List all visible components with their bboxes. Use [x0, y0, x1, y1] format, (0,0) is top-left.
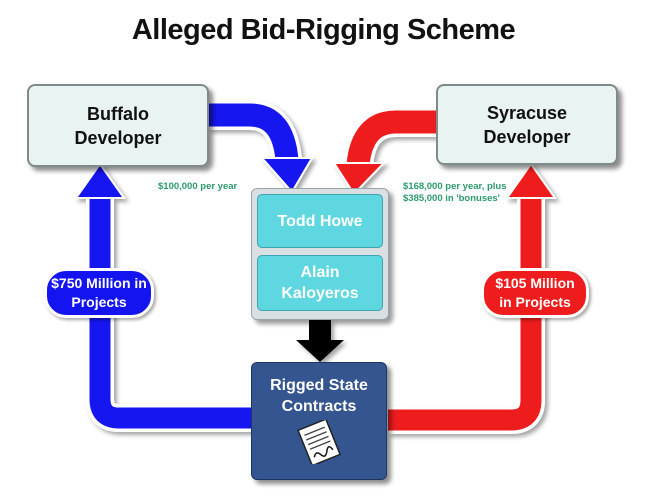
blue-return-arrow — [74, 162, 252, 432]
syracuse-developer-box: Syracuse Developer — [436, 84, 618, 165]
officials-group: Todd Howe Alain Kaloyeros — [251, 188, 389, 320]
syracuse-developer-label: Syracuse Developer — [483, 102, 571, 147]
red-return-arrow — [388, 162, 557, 434]
alain-kaloyeros-label: Alain Kaloyeros — [281, 264, 359, 302]
buffalo-developer-label: Buffalo Developer — [74, 103, 162, 148]
syracuse-payment-label: $168,000 per year, plus $385,000 in 'bon… — [403, 181, 507, 204]
blue-payment-arrow — [208, 100, 314, 194]
todd-howe-label: Todd Howe — [277, 212, 363, 230]
buffalo-projects-badge: $750 Million in Projects — [44, 268, 154, 318]
page-title: Alleged Bid-Rigging Scheme — [131, 14, 516, 46]
contract-document-icon — [297, 420, 342, 464]
alain-kaloyeros-box: Alain Kaloyeros — [257, 255, 383, 311]
buffalo-developer-box: Buffalo Developer — [27, 84, 209, 167]
syracuse-projects-badge: $105 Million in Projects — [481, 268, 589, 318]
syracuse-projects-label: $105 Million in Projects — [495, 275, 575, 310]
todd-howe-box: Todd Howe — [257, 194, 383, 248]
rigged-contracts-label: Rigged State Contracts — [270, 377, 368, 415]
buffalo-payment-label: $100,000 per year — [158, 181, 238, 192]
down-arrow — [296, 320, 344, 362]
buffalo-projects-label: $750 Million in Projects — [51, 275, 147, 310]
red-payment-arrow — [332, 107, 436, 196]
